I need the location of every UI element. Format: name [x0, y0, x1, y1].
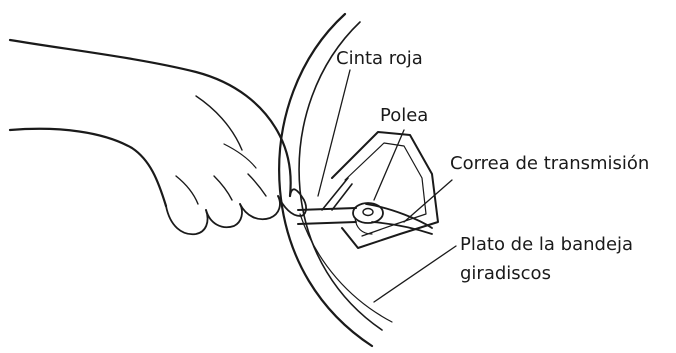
red-tape [298, 178, 356, 224]
drive-belt-label: Correa de transmisión [450, 155, 649, 173]
hand [10, 40, 306, 234]
drive-belt [366, 204, 432, 234]
pulley-leader [374, 130, 404, 200]
drive-belt-leader [404, 180, 452, 222]
platter-label-line1: Plato de la bandeja [460, 236, 633, 254]
pulley-label: Polea [380, 107, 428, 125]
platter-leader [374, 246, 456, 302]
pulley [353, 203, 383, 234]
red-tape-label: Cinta roja [336, 50, 423, 68]
platter-label-line2: giradiscos [460, 265, 551, 283]
